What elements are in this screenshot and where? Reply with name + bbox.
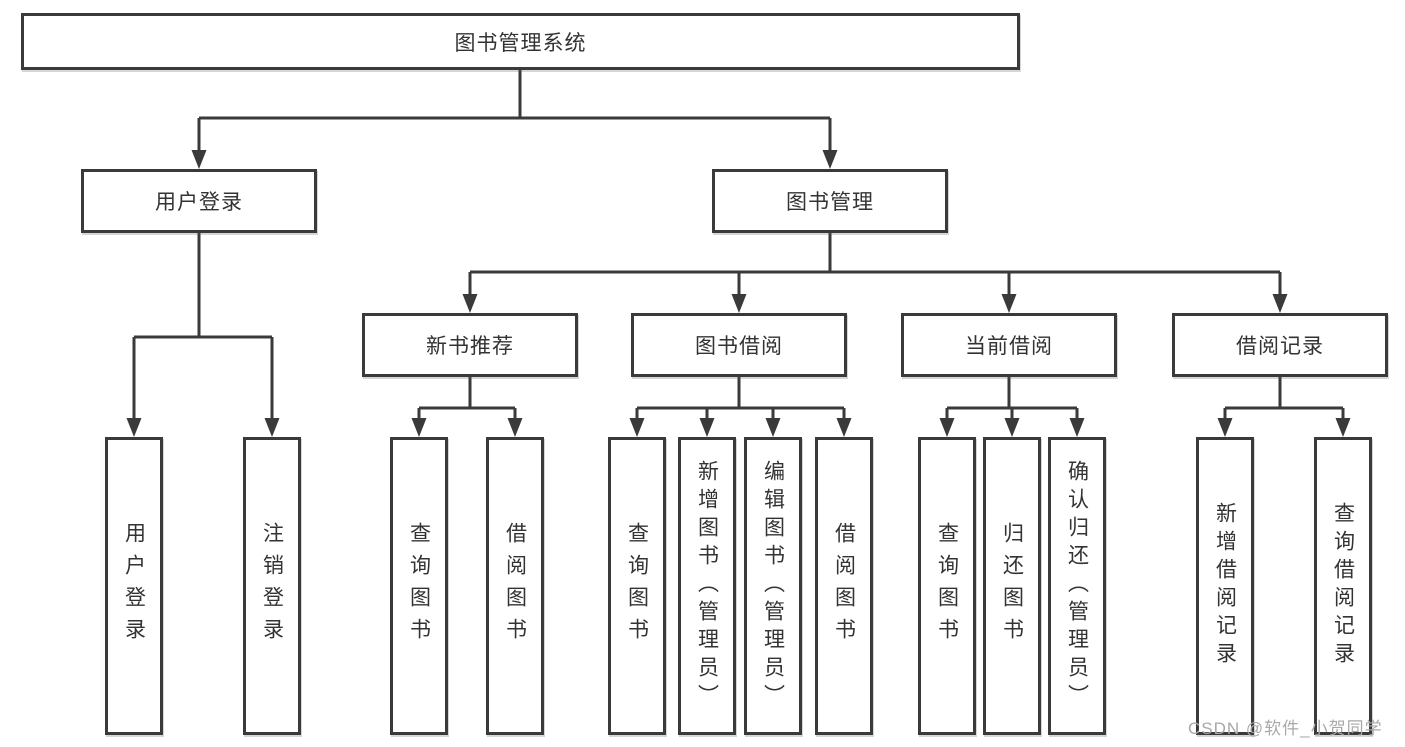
node-book-management: 图书管理 (712, 169, 948, 233)
node-book-borrowing: 图书借阅 (631, 313, 847, 377)
arrowheads (126, 150, 1351, 437)
leaf-edit-books-admin: 编辑图书（管理员） (744, 437, 802, 735)
node-current-borrowing: 当前借阅 (901, 313, 1117, 377)
node-label: 新增图书（管理员） (695, 460, 719, 712)
leaf-confirm-return-admin: 确认归还（管理员） (1048, 437, 1106, 735)
node-label: 图书借阅 (695, 335, 783, 358)
node-label: 查询图书 (625, 522, 649, 650)
node-borrow-records: 借阅记录 (1172, 313, 1388, 377)
node-label: 图书管理 (786, 191, 874, 214)
leaf-return-books: 归还图书 (983, 437, 1041, 735)
node-label: 当前借阅 (965, 335, 1053, 358)
node-label: 新书推荐 (426, 335, 514, 358)
node-label: 用户登录 (122, 522, 146, 650)
leaf-logout: 注销登录 (243, 437, 301, 735)
node-label: 借阅记录 (1236, 335, 1324, 358)
node-label: 查询图书 (935, 522, 959, 650)
node-label: 新增借阅记录 (1213, 502, 1237, 670)
node-label: 编辑图书（管理员） (761, 460, 785, 712)
leaf-query-borrow-record: 查询借阅记录 (1314, 437, 1372, 735)
leaf-query-books-2: 查询图书 (608, 437, 666, 735)
node-label: 用户登录 (155, 191, 243, 214)
node-library-management-system: 图书管理系统 (21, 13, 1020, 70)
node-new-book-recommend: 新书推荐 (362, 313, 578, 377)
leaf-query-books-1: 查询图书 (390, 437, 448, 735)
watermark: CSDN @软件_小贺同学 (1188, 719, 1383, 738)
node-user-login: 用户登录 (81, 169, 317, 233)
leaf-query-books-3: 查询图书 (918, 437, 976, 735)
node-label: 借阅图书 (832, 522, 856, 650)
node-label: 注销登录 (260, 522, 284, 650)
leaf-add-borrow-record: 新增借阅记录 (1196, 437, 1254, 735)
node-label: 确认归还（管理员） (1065, 460, 1089, 712)
node-label: 借阅图书 (503, 522, 527, 650)
node-label: 图书管理系统 (454, 31, 587, 55)
node-label: 归还图书 (1000, 522, 1024, 650)
leaf-borrow-books-2: 借阅图书 (815, 437, 873, 735)
leaf-add-books-admin: 新增图书（管理员） (678, 437, 736, 735)
leaf-borrow-books-1: 借阅图书 (486, 437, 544, 735)
node-label: 查询图书 (407, 522, 431, 650)
leaf-user-login: 用户登录 (105, 437, 163, 735)
node-label: 查询借阅记录 (1331, 502, 1355, 670)
